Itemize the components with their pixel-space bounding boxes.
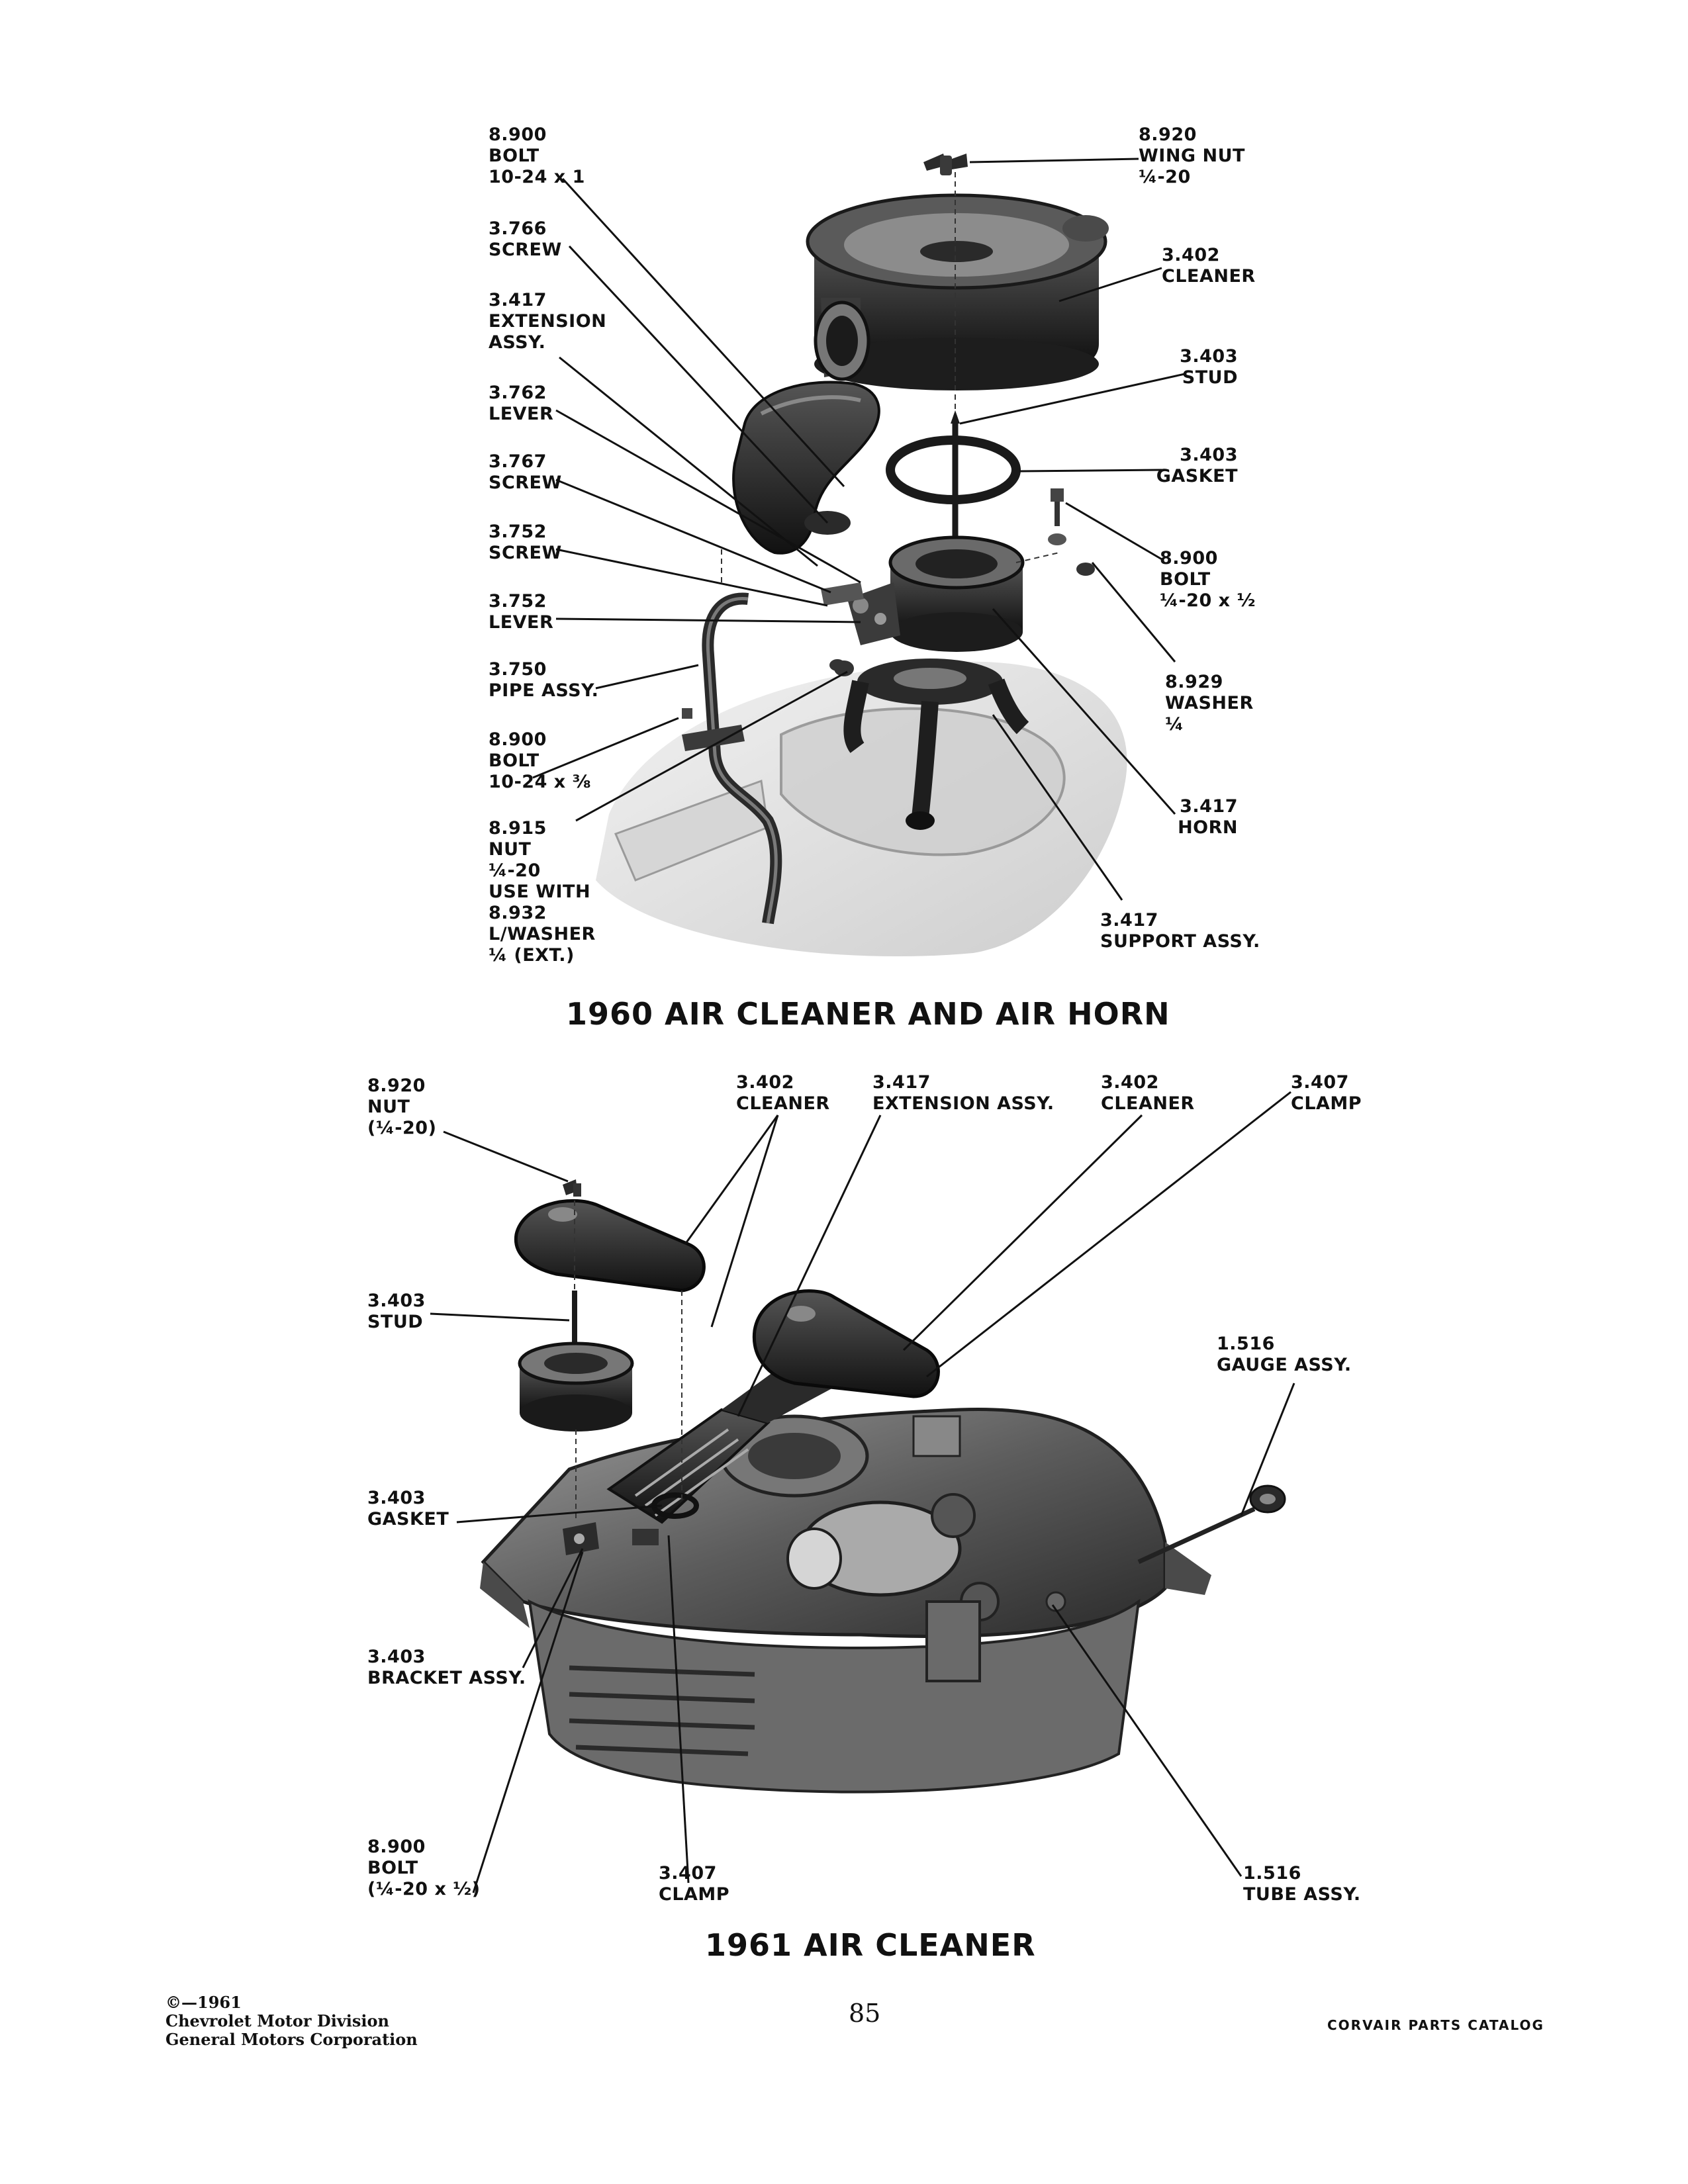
label-gauge-assy: 1.516 GAUGE ASSY. [1217,1334,1352,1375]
label-screw-3752: 3.752 SCREW [489,522,562,563]
top-leader-lines [532,158,1186,901]
bottom-bracket [563,1522,659,1555]
label-bolt-10-24x3-8: 8.900 BOLT 10-24 x ⅜ [489,729,592,792]
label-nut-bottom: 8.920 NUT (¼-20) [367,1075,437,1138]
label-lever-3752: 3.752 LEVER [489,591,554,633]
bottom-leader-lines [430,1091,1295,1893]
label-tube-assy: 1.516 TUBE ASSY. [1243,1863,1361,1905]
label-gasket-bottom: 3.403 GASKET [367,1488,449,1529]
label-wing-nut: 8.920 WING NUT ¼-20 [1139,124,1245,187]
bottom-engine [480,1407,1211,1794]
bottom-guides [574,1191,682,1522]
top-support [834,659,1029,830]
top-small-hardware [682,488,1095,719]
label-screw-3766: 3.766 SCREW [489,218,562,260]
label-extension-assy-bottom: 3.417 EXTENSION ASSY. [872,1072,1055,1114]
label-bolt-bottom: 8.900 BOLT (¼-20 x ½) [367,1837,481,1899]
label-bracket-assy: 3.403 BRACKET ASSY. [367,1647,526,1688]
bottom-gauge [1045,1484,1286,1612]
label-clamp-top-bottom: 3.407 CLAMP [1291,1072,1362,1114]
label-stud-bottom: 3.403 STUD [367,1291,426,1332]
top-guides [721,172,1060,582]
label-bolt-1-4-20x1-2: 8.900 BOLT ¼-20 x ½ [1160,548,1256,611]
label-gasket-top: 3.403 GASKET [1156,445,1238,486]
label-nut-8915: 8.915 NUT ¼-20 USE WITH 8.932 L/WASHER ¼… [489,818,596,966]
label-cleaner-left-bottom: 3.402 CLEANER [736,1072,830,1114]
top-pipe [682,592,782,925]
copyright-notice: ©—1961 Chevrolet Motor Division General … [165,1993,418,2049]
top-air-cleaner [806,193,1109,390]
bottom-cleaner-left [514,1179,706,1293]
bottom-cleaner-right [752,1289,940,1398]
top-extension [732,381,880,555]
bottom-filter-element [518,1342,634,1432]
label-washer: 8.929 WASHER ¼ [1165,672,1254,735]
catalog-name: CORVAIR PARTS CATALOG [1327,2017,1544,2033]
top-horn [821,535,1025,652]
label-stud-top: 3.403 STUD [1180,346,1238,388]
title-1961: 1961 AIR CLEANER [705,1927,1036,1963]
label-extension-assy: 3.417 EXTENSION ASSY. [489,290,607,353]
page-number: 85 [849,1999,881,2028]
label-horn: 3.417 HORN [1178,796,1238,838]
title-1960: 1960 AIR CLEANER AND AIR HORN [566,996,1170,1032]
label-support-assy: 3.417 SUPPORT ASSY. [1100,910,1260,952]
label-pipe-assy: 3.750 PIPE ASSY. [489,659,599,701]
top-wing-nut [923,154,968,175]
label-cleaner-top: 3.402 CLEANER [1162,245,1256,287]
label-bolt-10-24x1: 8.900 BOLT 10-24 x 1 [489,124,585,187]
label-cleaner-right-bottom: 3.402 CLEANER [1101,1072,1195,1114]
top-gasket [886,435,1021,504]
label-screw-3767: 3.767 SCREW [489,451,562,493]
label-clamp-bottom: 3.407 CLAMP [659,1863,730,1905]
label-lever-3762: 3.762 LEVER [489,383,554,424]
